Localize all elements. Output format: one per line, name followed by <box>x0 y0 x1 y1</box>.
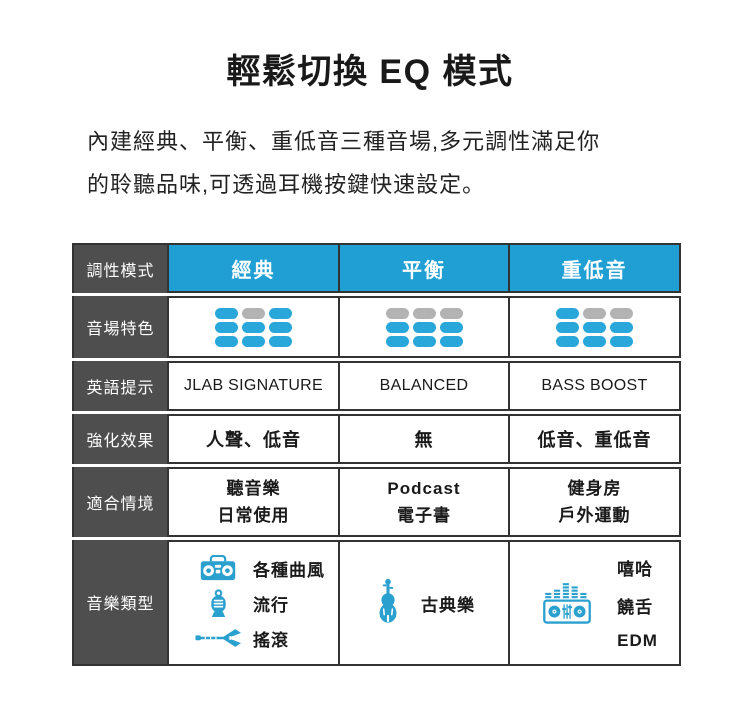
table-row-english: 英語提示 JLAB SIGNATURE BALANCED BASS BOOST <box>72 361 686 411</box>
sound-cell-balanced <box>337 296 511 358</box>
page-title: 輕鬆切換 EQ 模式 <box>226 53 514 91</box>
genre-edm-label: EDM <box>617 631 658 650</box>
eq-pill-on <box>215 321 238 333</box>
enhance-cell-bass: 低音、重低音 <box>508 414 681 464</box>
violin-icon <box>373 577 403 629</box>
eq-pill-on <box>269 321 292 333</box>
eq-pill-on <box>610 335 633 347</box>
eq-pill-on <box>385 321 409 333</box>
situation-line: 日常使用 <box>217 506 290 525</box>
boombox-icon <box>193 555 243 581</box>
description-line-2: 的聆聽品味,可透過耳機按鍵快速設定。 <box>87 172 486 197</box>
table-row-music: 音樂類型 各種曲風 <box>72 540 686 666</box>
table-row-modes: 調性模式 經典 平衡 重低音 <box>72 243 686 293</box>
eq-pill-on <box>215 335 238 347</box>
situation-line: 電子書 <box>396 506 451 525</box>
table-row-enhance: 強化效果 人聲、低音 無 低音、重低音 <box>72 414 686 464</box>
eq-pill-off <box>242 307 265 319</box>
guitar-icon <box>193 628 243 648</box>
situation-line: Podcast <box>387 479 461 498</box>
table-row-sound: 音場特色 <box>72 296 686 358</box>
eq-pill-on <box>556 321 579 333</box>
eq-pill-off <box>439 307 463 319</box>
sound-cell-bass <box>508 296 681 358</box>
eq-pill-on <box>242 335 265 347</box>
english-cell-classic: JLAB SIGNATURE <box>167 361 340 411</box>
eq-pill-off <box>412 307 436 319</box>
row-header-music: 音樂類型 <box>72 540 167 666</box>
music-cell-balanced: 古典樂 <box>337 540 511 666</box>
genre-label: 流行 <box>253 596 289 615</box>
genre-all-styles: 各種曲風 <box>193 555 338 581</box>
genre-pop: 流行 <box>193 588 338 619</box>
situation-line: 戶外運動 <box>558 506 631 525</box>
situation-cell-balanced: Podcast 電子書 <box>337 467 511 537</box>
description-line-1: 內建經典、平衡、重低音三種音場,多元調性滿足你 <box>87 129 601 154</box>
eq-pill-on <box>242 321 265 333</box>
genre-classical-label: 古典樂 <box>421 595 475 615</box>
english-cell-bass: BASS BOOST <box>508 361 681 411</box>
genre-hiphop-label: 嘻哈 <box>617 560 654 579</box>
english-cell-balanced: BALANCED <box>337 361 511 411</box>
row-header-sound: 音場特色 <box>72 296 167 358</box>
genre-label: 搖滾 <box>253 630 289 650</box>
enhance-cell-balanced: 無 <box>337 414 511 464</box>
music-cell-bass: 嘻哈 饒舌 EDM <box>508 540 681 666</box>
dj-mixer-icon <box>531 582 603 624</box>
eq-pill-on <box>439 335 463 347</box>
eq-pill-on <box>556 335 579 347</box>
corner-header: 調性模式 <box>72 243 167 293</box>
eq-pill-on <box>439 321 463 333</box>
column-header-balanced: 平衡 <box>337 243 511 293</box>
eq-graphic-balanced <box>385 307 463 347</box>
eq-comparison-table: 調性模式 經典 平衡 重低音 音場特色 英語提示 JLAB SIGNATURE … <box>72 243 686 669</box>
column-header-classic: 經典 <box>167 243 340 293</box>
eq-graphic-bass <box>556 307 633 347</box>
genre-label: 各種曲風 <box>253 560 325 580</box>
situation-cell-classic: 聽音樂 日常使用 <box>167 467 340 537</box>
column-header-bass: 重低音 <box>508 243 681 293</box>
description: 內建經典、平衡、重低音三種音場,多元調性滿足你 的聆聽品味,可透過耳機按鍵快速設… <box>87 120 600 206</box>
eq-pill-on <box>215 307 238 319</box>
eq-pill-on <box>269 335 292 347</box>
eq-pill-off <box>583 307 606 319</box>
music-cell-classic: 各種曲風 流行 <box>167 540 340 666</box>
row-header-enhance: 強化效果 <box>72 414 167 464</box>
row-header-english: 英語提示 <box>72 361 167 411</box>
eq-graphic-classic <box>215 307 292 347</box>
eq-pill-on <box>583 321 606 333</box>
row-header-situation: 適合情境 <box>72 467 167 537</box>
eq-pill-on <box>583 335 606 347</box>
bass-genre-labels: 嘻哈 饒舌 EDM <box>617 555 658 651</box>
eq-pill-on <box>556 307 579 319</box>
eq-pill-off <box>385 307 409 319</box>
genre-rock: 搖滾 <box>193 626 338 651</box>
eq-pill-off <box>610 307 633 319</box>
situation-line: 健身房 <box>567 479 622 498</box>
eq-pill-on <box>412 335 436 347</box>
situation-cell-bass: 健身房 戶外運動 <box>508 467 681 537</box>
sound-cell-classic <box>167 296 340 358</box>
situation-line: 聽音樂 <box>226 479 281 498</box>
microphone-icon <box>193 588 243 619</box>
enhance-cell-classic: 人聲、低音 <box>167 414 340 464</box>
genre-rap-label: 饒舌 <box>617 598 654 617</box>
eq-pill-on <box>385 335 409 347</box>
table-row-situation: 適合情境 聽音樂 日常使用 Podcast 電子書 健身房 戶外運動 <box>72 467 686 537</box>
eq-pill-on <box>412 321 436 333</box>
eq-pill-on <box>269 307 292 319</box>
eq-pill-on <box>610 321 633 333</box>
